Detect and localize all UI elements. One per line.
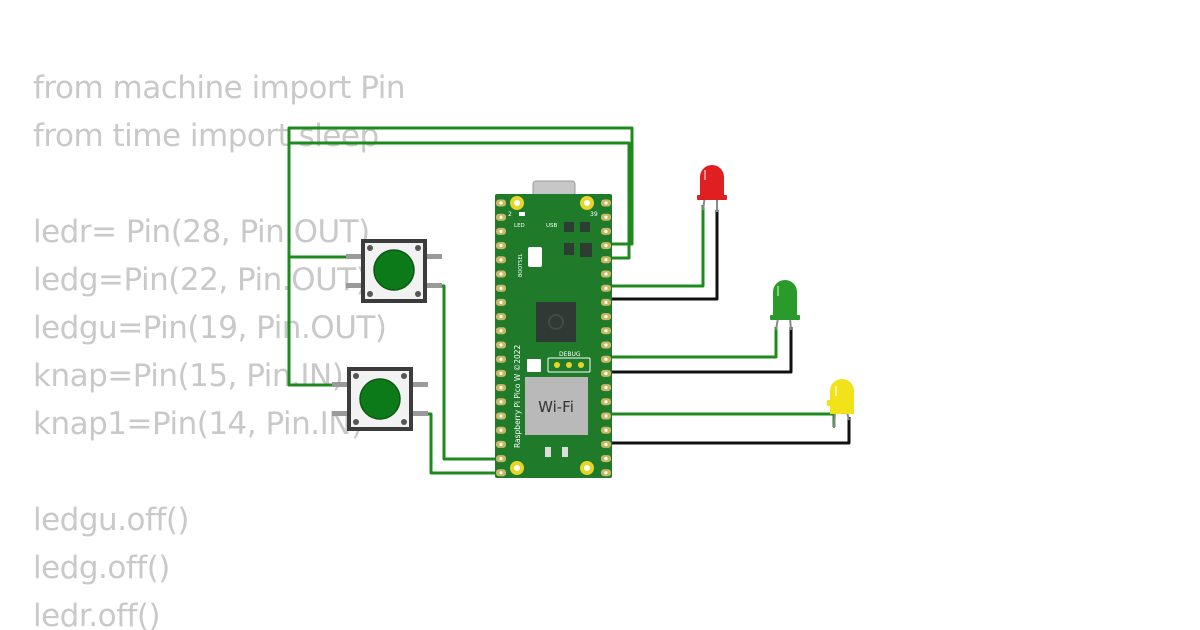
usb-label: USB [546,223,558,229]
pin-2-label: 2 [508,211,512,218]
button-cap[interactable] [360,379,400,419]
code-line: ledgu=Pin(19, Pin.OUT) [33,310,387,346]
button-leg [412,411,428,416]
pico-w-board[interactable]: 2 39 LED USB BOOTSEL DEBUG [495,180,612,478]
code-line: from time import sleep [33,118,379,154]
debug-label: DEBUG [559,351,581,358]
button-leg [346,254,362,259]
wire-led-yellow-ground[interactable] [606,417,851,445]
wire-button2-out[interactable] [413,412,504,475]
rp2040-chip [536,302,576,342]
code-editor-overlay: from machine import Pin from time import… [33,64,406,630]
code-line: ledgu.off() [33,502,190,538]
led-green[interactable] [770,280,800,331]
board-name-label: Raspberry Pi Pico W ©2022 [513,344,522,448]
bootsel-label: BOOTSEL [518,253,524,277]
led-body [773,280,797,318]
button-leg [346,283,362,288]
code-line: knap=Pin(15, Pin.IN) [33,358,344,394]
led-lead [833,411,836,429]
debug-header [547,357,591,373]
led-label: LED [514,223,525,229]
button-leg [412,382,428,387]
wifi-label: Wi-Fi [538,398,574,416]
pushbutton-1[interactable] [346,239,442,303]
wire-led-green-ground[interactable] [606,327,793,374]
raspberry-logo-icon [548,314,564,330]
wifi-module [525,377,588,435]
wire-button2-to-pico[interactable] [287,141,631,387]
wire-button1-out[interactable] [430,284,504,461]
button-cap[interactable] [374,250,414,290]
led-body [830,379,854,414]
button-leg [332,382,348,387]
wire-led-yellow-signal[interactable] [606,412,836,427]
button-leg [426,283,442,288]
wire-led-red-ground[interactable] [606,210,719,301]
onboard-led [519,212,525,216]
bootsel-button[interactable] [528,247,542,267]
code-line: ledr.off() [33,598,161,630]
code-line: ledg=Pin(22, Pin.OUT) [33,262,368,298]
led-red[interactable] [697,165,727,212]
pin-39-label: 39 [590,211,598,218]
wire-led-green-signal[interactable] [606,327,778,359]
led-body [700,165,724,197]
code-line: from machine import Pin [33,70,406,106]
code-line: ledr= Pin(28, Pin.OUT) [33,214,370,250]
pin-header-right [601,199,611,477]
button-leg [332,411,348,416]
led-yellow[interactable] [827,379,854,429]
button-leg [426,254,442,259]
pushbutton-2[interactable] [332,367,428,431]
pin-header-left [496,199,506,477]
code-line: ledg.off() [33,550,170,586]
wire-led-red-signal[interactable] [606,205,705,288]
